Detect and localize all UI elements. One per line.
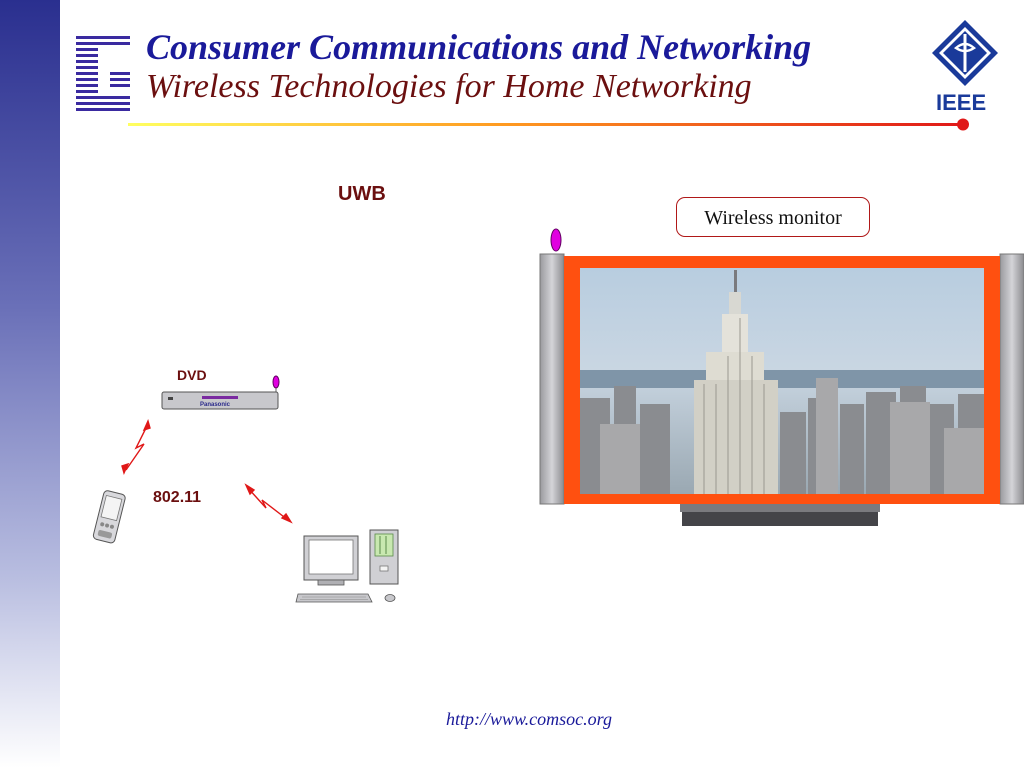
ieee-logo-icon	[932, 20, 998, 86]
dvd-player-icon: Panasonic	[161, 375, 280, 410]
dvd-label: DVD	[177, 367, 207, 383]
wireless-monitor-callout: Wireless monitor	[676, 197, 870, 237]
dvd-pda-link	[125, 423, 149, 471]
monitor-antenna-icon	[550, 228, 562, 252]
uwb-label: UWB	[338, 183, 386, 205]
page-title: Consumer Communications and Networking	[146, 27, 812, 67]
left-gradient-bar	[0, 0, 60, 768]
comsoc-logo-icon	[76, 34, 132, 112]
ieee-label: IEEE	[936, 90, 987, 115]
pda-icon	[92, 490, 126, 544]
title-divider	[128, 118, 969, 131]
wifi-label: 802.11	[153, 489, 202, 506]
page-subtitle: Wireless Technologies for Home Networkin…	[146, 68, 752, 105]
dvd-brand-text: Panasonic	[200, 402, 231, 408]
pda-pc-link	[247, 487, 289, 521]
wireless-monitor-display	[539, 228, 1024, 526]
desktop-pc-icon	[295, 529, 399, 603]
footer-url-link[interactable]: http://www.comsoc.org	[446, 709, 612, 729]
dvd-antenna-icon	[272, 375, 280, 389]
